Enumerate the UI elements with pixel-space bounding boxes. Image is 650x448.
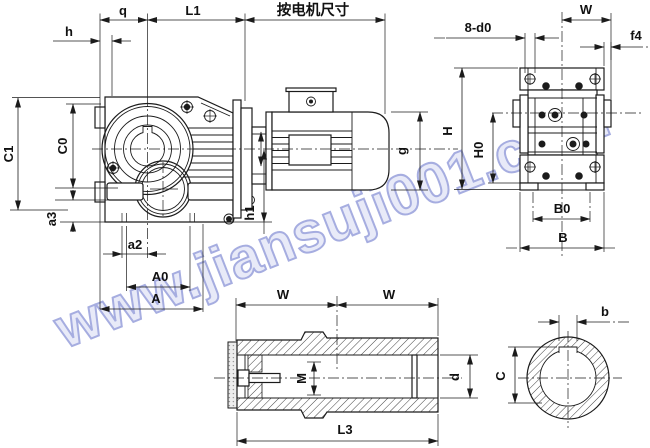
dim-label-c0: C0 [55,138,70,155]
dim-label-a2: a2 [128,237,142,252]
dim-label-a0: A0 [152,269,169,284]
dim-label-d: d [447,373,462,381]
bore-section-view: b C [493,304,631,428]
dim-label-H: H [440,126,455,135]
rear-view-bolts [524,73,601,180]
dim-label-C: C [493,371,508,381]
motor [271,87,390,191]
dim-label-q: q [119,3,127,18]
dim-label-w-right: W [383,287,396,302]
dim-label-w-left: W [277,287,290,302]
dim-label-h1: h1 [242,205,257,220]
dim-label-H0: H0 [471,142,486,159]
bore-section-dimensions: b C [493,304,631,404]
shaft-section-view: W W M d L3 [214,287,478,446]
dim-label-a: A [151,291,161,306]
front-view: q L1 按电机尺寸 h C1 C0 [1,1,458,312]
dim-label-8d0: 8-d0 [465,20,492,35]
front-view-dimensions: q L1 按电机尺寸 h C1 C0 [1,1,428,312]
dim-label-b: b [601,304,609,319]
rear-view-dimensions: W 8-d0 f4 H H0 B0 [434,2,648,252]
dim-label-M: M [294,373,309,384]
dim-label-B: B [558,230,567,245]
dim-label-c1: C1 [1,146,16,163]
dim-label-L3: L3 [337,422,352,437]
dim-label-f4: f4 [630,28,642,43]
dim-label-B0: B0 [554,201,571,216]
shaft-section-dimensions: W W M d L3 [235,287,478,446]
dim-label-motor-note: 按电机尺寸 [277,1,350,19]
dim-label-g: g [394,147,409,155]
dim-label-w-rear: W [580,2,593,17]
rear-view: W 8-d0 f4 H H0 B0 [434,2,648,258]
dim-label-h: h [65,24,73,39]
dim-label-a3: a3 [44,212,59,226]
dim-label-l1: L1 [185,3,200,18]
